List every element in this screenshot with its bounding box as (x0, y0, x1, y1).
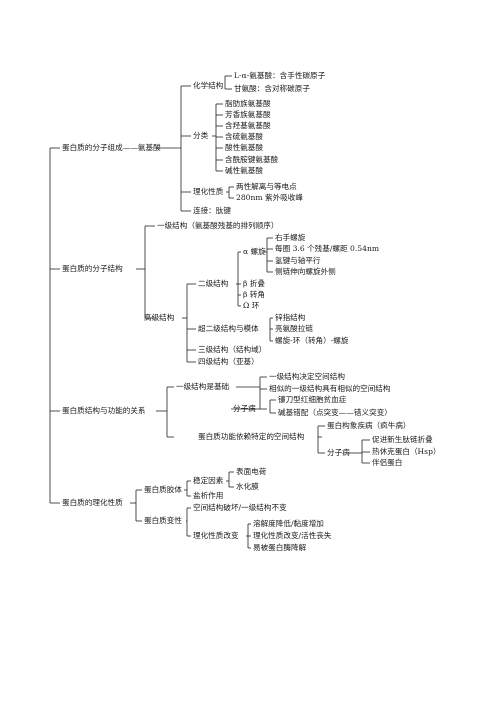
node-molecular-disease: 分子病 (233, 404, 256, 413)
leaf-side-chain-outward: 侧链伸向螺旋外侧 (275, 267, 336, 276)
node-secondary-structure: 二级结构 (198, 279, 229, 288)
leaf-similar-primary: 相似的一级结构具有相似的空间结构 (269, 384, 391, 393)
leaf-primary-determines: 一级结构决定空间结构 (269, 372, 345, 381)
node-physicochemical: 理化性质 (193, 187, 224, 196)
main-branch-amino-acid: 蛋白质的分子组成——氨基酸 (62, 143, 161, 152)
leaf-zinc-finger: 锌指结构 (275, 313, 306, 322)
node-quaternary-structure: 四级结构（亚基） (198, 357, 259, 366)
leaf-sickle-cell: 镰刀型红细胞贫血症 (278, 395, 347, 404)
leaf-residues-per-turn: 每圈 3.6 个残基/螺距 0.54nm (275, 244, 380, 253)
leaf-amide: 含酰胺键氨基酸 (225, 155, 279, 164)
node-beta-turn: β 转角 (243, 290, 265, 299)
node-chemical-structure: 化学结构 (193, 81, 224, 90)
node-omega-loop: Ω 环 (243, 301, 260, 310)
leaf-hsp: 热休克蛋白（Hsp） (372, 447, 441, 456)
leaf-prion-disease: 蛋白构象疾病（疯牛病） (327, 421, 411, 430)
leaf-leucine-zipper: 亮氨酸拉链 (275, 324, 313, 333)
leaf-activity-loss: 理化性质改变/活性丧失 (253, 531, 332, 540)
node-colloid: 蛋白质胶体 (144, 485, 182, 494)
node-property-change: 理化性质改变 (193, 531, 239, 540)
node-stability-factors: 稳定因素 (193, 476, 224, 485)
leaf-aromatic: 芳香族氨基酸 (225, 110, 271, 119)
leaf-sulfur: 含硫氨基酸 (225, 132, 263, 141)
leaf-surface-charge: 表面电荷 (236, 467, 267, 476)
node-molecular-disease-2: 分子病 (327, 448, 350, 457)
leaf-aliphatic: 脂肪族氨基酸 (225, 99, 271, 108)
leaf-chaperone: 伴侣蛋白 (372, 458, 403, 467)
node-classification: 分类 (193, 131, 209, 140)
leaf-basic: 碱性氨基酸 (225, 166, 263, 175)
node-peptide-bond: 连接：肽键 (193, 206, 231, 215)
leaf-protease: 易被蛋白酶降解 (253, 543, 307, 552)
leaf-uv-280: 280nm 紫外吸收峰 (236, 193, 303, 202)
leaf-hydroxyl: 含羟基氨基酸 (225, 121, 271, 130)
node-denaturation: 蛋白质变性 (144, 516, 182, 525)
node-salting-out: 盐析作用 (193, 491, 224, 500)
main-branch-structure-function: 蛋白质结构与功能的关系 (62, 406, 146, 415)
node-spatial-structure: 蛋白质功能依赖特定的空间结构 (198, 432, 305, 441)
leaf-glycine: 甘氨酸：含对称碳原子 (234, 84, 310, 93)
node-supersecondary: 超二级结构与模体 (198, 324, 259, 333)
leaf-hydration-shell: 水化膜 (236, 482, 259, 491)
node-primary-structure: 一级结构（氨基酸残基的排列顺序） (157, 221, 279, 230)
leaf-amphoteric: 两性解离与等电点 (236, 182, 297, 191)
node-beta-sheet: β 折叠 (243, 279, 265, 288)
leaf-right-handed: 右手螺旋 (275, 233, 306, 242)
leaf-point-mutation: 碱基错配（点突变——错义突变） (278, 408, 392, 417)
leaf-helix-turn-helix: 螺旋-环（转角）-螺旋 (275, 336, 349, 345)
node-higher-structure: 高级结构 (144, 313, 175, 322)
leaf-h-bond-parallel: 氢键与轴平行 (275, 256, 321, 265)
node-tertiary-structure: 三级结构（结构域） (198, 345, 267, 354)
leaf-solubility: 溶解度降低/黏度增加 (253, 519, 324, 528)
node-alpha-helix: α 螺旋 (243, 247, 266, 256)
leaf-l-alpha-amino-acid: L-α-氨基酸：含手性碳原子 (234, 71, 326, 80)
leaf-spatial-destroyed: 空间结构破坏/一级结构不变 (193, 503, 287, 512)
leaf-folding: 促进新生肽链折叠 (372, 435, 433, 444)
leaf-acidic: 酸性氨基酸 (225, 143, 263, 152)
main-branch-structure: 蛋白质的分子结构 (62, 264, 123, 273)
node-primary-basis: 一级结构是基础 (176, 382, 230, 391)
main-branch-properties: 蛋白质的理化性质 (62, 498, 123, 507)
